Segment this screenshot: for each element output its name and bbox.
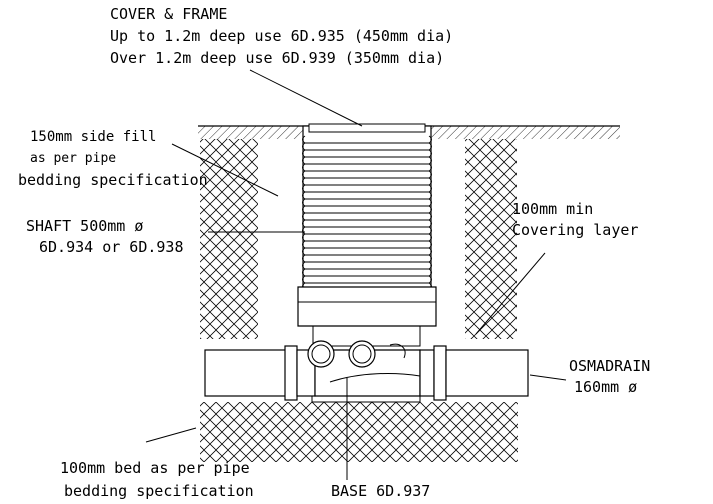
trench-wall-left [200, 139, 258, 339]
side-fill-line-3: bedding specification [18, 171, 208, 189]
shaft-line-2: 6D.934 or 6D.938 [39, 238, 184, 256]
shaft-rib [302, 177, 432, 186]
shaft-rib [302, 198, 432, 207]
label-side-fill: 150mm side fill as per pipe bedding spec… [18, 129, 208, 189]
shaft-rib [302, 156, 432, 165]
label-shaft: SHAFT 500mm ø 6D.934 or 6D.938 [26, 217, 184, 256]
shaft-rib [302, 268, 432, 277]
shaft-rib [302, 163, 432, 172]
shaft-ribs [302, 135, 432, 291]
pipe-left [204, 345, 316, 401]
shaft-rib [302, 219, 432, 228]
label-base: BASE 6D.937 [331, 482, 430, 500]
base-body [314, 349, 421, 397]
shaft-rib [302, 142, 432, 151]
shaft-line-1: SHAFT 500mm ø [26, 217, 143, 235]
shaft-rib [302, 205, 432, 214]
label-bed: 100mm bed as per pipe bedding specificat… [60, 459, 254, 500]
side-fill-line-2: as per pipe [30, 151, 116, 166]
label-cover: COVER & FRAME Up to 1.2m deep use 6D.935… [110, 5, 453, 67]
shaft-rib [302, 135, 432, 144]
label-covering: 100mm min Covering layer [512, 200, 638, 239]
shaft-rib [302, 170, 432, 179]
side-fill-line-1: 150mm side fill [30, 129, 156, 145]
cover-line-2: Over 1.2m deep use 6D.939 (350mm dia) [110, 49, 444, 67]
shaft-rib [302, 191, 432, 200]
osmadrain-line-2: 160mm ø [574, 378, 637, 396]
cover-title: COVER & FRAME [110, 5, 227, 23]
bed-line-2: bedding specification [64, 482, 254, 500]
covering-line-1: 100mm min [512, 200, 593, 218]
leader-lines [145, 69, 567, 480]
leader-covering [475, 252, 546, 335]
bed-line-1: 100mm bed as per pipe [60, 459, 250, 477]
pipe-right [419, 345, 529, 401]
bed-soil [200, 402, 518, 462]
shaft-rib [302, 212, 432, 221]
shaft-rib [302, 275, 432, 284]
shaft-rib [302, 226, 432, 235]
cover-line-1: Up to 1.2m deep use 6D.935 (450mm dia) [110, 27, 453, 45]
shaft [302, 125, 432, 291]
base-line-1: BASE 6D.937 [331, 482, 430, 500]
shaft-rib [302, 184, 432, 193]
covering-line-2: Covering layer [512, 221, 638, 239]
label-osmadrain: OSMADRAIN 160mm ø [569, 357, 650, 396]
shaft-rib [302, 247, 432, 256]
leader-side-fill [171, 143, 279, 197]
trench-wall-right [465, 139, 517, 339]
osmadrain-line-1: OSMADRAIN [569, 357, 650, 375]
shaft-rib [302, 149, 432, 158]
leader-bed [145, 427, 197, 443]
shaft-rib [302, 233, 432, 242]
cover-frame [308, 123, 426, 133]
shaft-rib [302, 254, 432, 263]
leader-cover [249, 69, 363, 127]
leader-osmadrain [529, 374, 567, 381]
inlet-openings [307, 340, 406, 368]
shaft-rib [302, 240, 432, 249]
shaft-rib [302, 261, 432, 270]
